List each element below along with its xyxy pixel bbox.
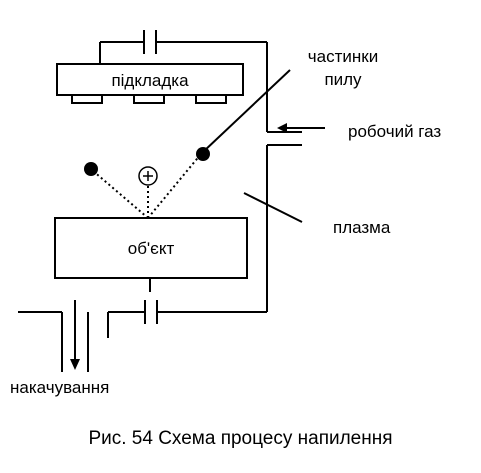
plasma-label: плазма [333, 218, 391, 237]
dust-particle-right [196, 147, 210, 161]
dust-particles-label: пилу [324, 70, 362, 89]
dust-particles-leader-line [202, 69, 291, 153]
plasma-leader-line [243, 192, 303, 223]
substrate-label: підкладка [111, 71, 189, 90]
figure-caption: Рис. 54 Схема процесу напилення [88, 428, 393, 449]
gas-inlet-pipe [267, 131, 302, 146]
dust-particle-left [84, 162, 98, 176]
substrate-box [56, 63, 244, 96]
substrate-clamp [71, 94, 103, 104]
particle-trajectory-left [91, 169, 149, 219]
pumping-label: накачування [10, 378, 109, 397]
substrate-clamp [195, 94, 227, 104]
working-gas-label: робочий газ [348, 122, 441, 141]
particle-trajectory-right [147, 153, 202, 219]
object-label: обʹєкт [128, 239, 175, 258]
object-box [54, 217, 248, 279]
top-capacitor-symbol [100, 30, 267, 54]
substrate-clamp [133, 94, 165, 104]
bottom-capacitor-symbol [108, 300, 158, 324]
sputtering-process-diagram: підкладка обʹєкт частинки пилу робочий г… [10, 30, 441, 397]
gas-inlet-arrow [277, 123, 325, 133]
exhaust-pipe [18, 311, 89, 372]
pumping-arrow [70, 300, 80, 370]
dust-particles-label: частинки [308, 47, 378, 66]
